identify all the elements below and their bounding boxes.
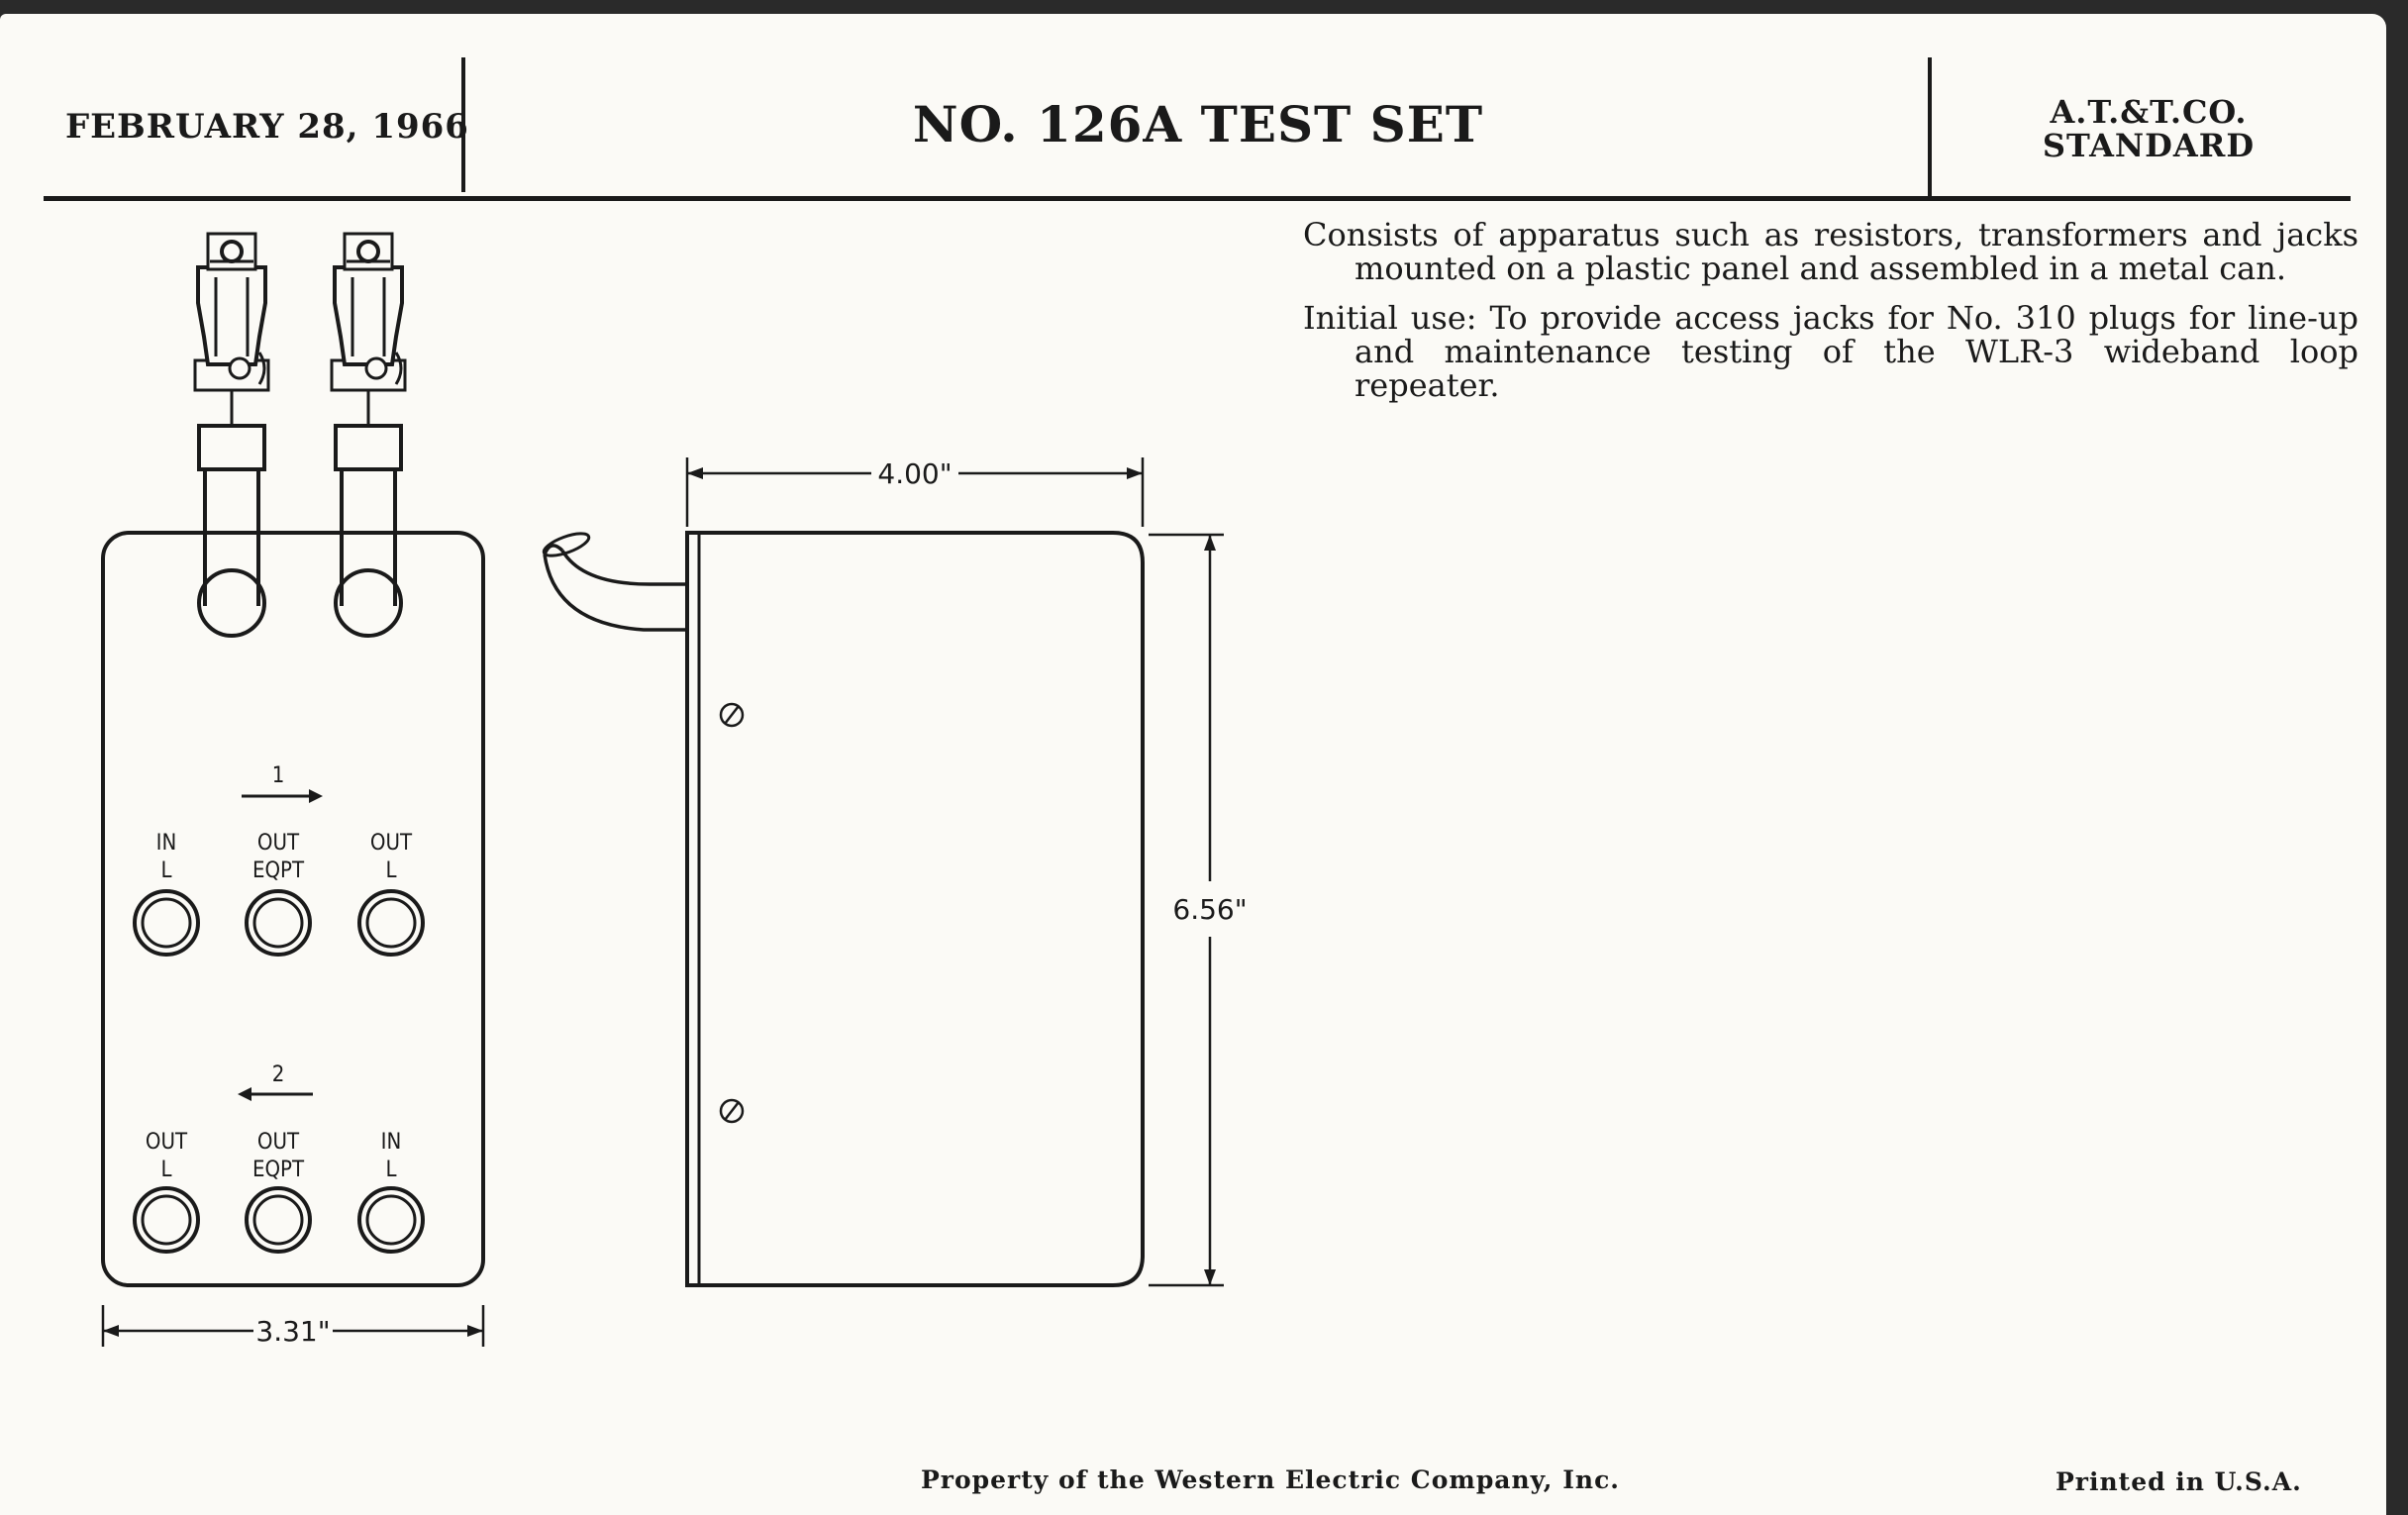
path-2-label: 2 bbox=[272, 1062, 285, 1087]
jack-label-bottom-2-line1: OUT bbox=[257, 1130, 300, 1155]
sheet-date: FEBRUARY 28, 1966 bbox=[65, 107, 469, 147]
jack-label-bottom-3-line1: IN bbox=[381, 1130, 402, 1155]
jack-label-top-1-line1: IN bbox=[156, 831, 177, 856]
jack-bottom-out-eqpt bbox=[245, 1186, 312, 1254]
jack-label-top-3-line1: OUT bbox=[370, 831, 413, 856]
depth-dimension: 4.00" bbox=[877, 457, 952, 490]
jack-top-out-l bbox=[357, 889, 425, 957]
standard-line-1: A.T.&T.CO. bbox=[2050, 93, 2248, 131]
header-divider-left bbox=[461, 57, 465, 192]
depth-dimension-line bbox=[685, 457, 1145, 527]
jack-label-top-2-line2: EQPT bbox=[252, 858, 305, 883]
path-1-label: 1 bbox=[272, 763, 285, 788]
path-2-arrow bbox=[238, 1087, 313, 1101]
header-divider-right bbox=[1928, 57, 1932, 196]
data-sheet bbox=[0, 14, 2386, 1515]
jack-label-top-2-line1: OUT bbox=[257, 831, 300, 856]
footer-printed: Printed in U.S.A. bbox=[2056, 1467, 2302, 1496]
jack-label-top-1-line2: L bbox=[160, 858, 171, 883]
path-1-arrow bbox=[242, 789, 323, 803]
jack-bottom-in-l bbox=[357, 1186, 425, 1254]
jack-bottom-out-l bbox=[133, 1186, 200, 1254]
page-title: NO. 126A TEST SET bbox=[912, 95, 1484, 153]
jack-top-in-l bbox=[133, 889, 200, 957]
jack-label-bottom-2-line2: EQPT bbox=[252, 1158, 305, 1182]
footer-property: Property of the Western Electric Company… bbox=[921, 1465, 1621, 1494]
side-can-outline bbox=[685, 531, 1145, 1287]
width-dimension-line bbox=[101, 1305, 485, 1347]
jack-label-bottom-1-line1: OUT bbox=[146, 1130, 188, 1155]
standard-mark: A.T.&T.CO. STANDARD bbox=[1970, 95, 2327, 162]
plug-cord-1 bbox=[193, 232, 270, 638]
jack-label-bottom-1-line2: L bbox=[160, 1158, 171, 1182]
width-dimension: 3.31" bbox=[255, 1315, 330, 1348]
jack-top-out-eqpt bbox=[245, 889, 312, 957]
height-dimension-line bbox=[1149, 533, 1224, 1287]
plug-cord-2 bbox=[330, 232, 407, 638]
jack-label-bottom-3-line2: L bbox=[385, 1158, 396, 1182]
jack-label-top-3-line2: L bbox=[385, 858, 396, 883]
front-panel bbox=[101, 531, 485, 1287]
description-paragraph-1: Consists of apparatus such as resistors,… bbox=[1303, 216, 2358, 287]
description-paragraph-2: Initial use: To provide access jacks for… bbox=[1303, 299, 2358, 404]
standard-line-2: STANDARD bbox=[2042, 127, 2256, 164]
screw-bottom bbox=[719, 1098, 745, 1124]
screw-top bbox=[719, 702, 745, 728]
side-cord bbox=[543, 544, 687, 632]
header-rule bbox=[44, 196, 2351, 201]
height-dimension: 6.56" bbox=[1172, 893, 1247, 926]
